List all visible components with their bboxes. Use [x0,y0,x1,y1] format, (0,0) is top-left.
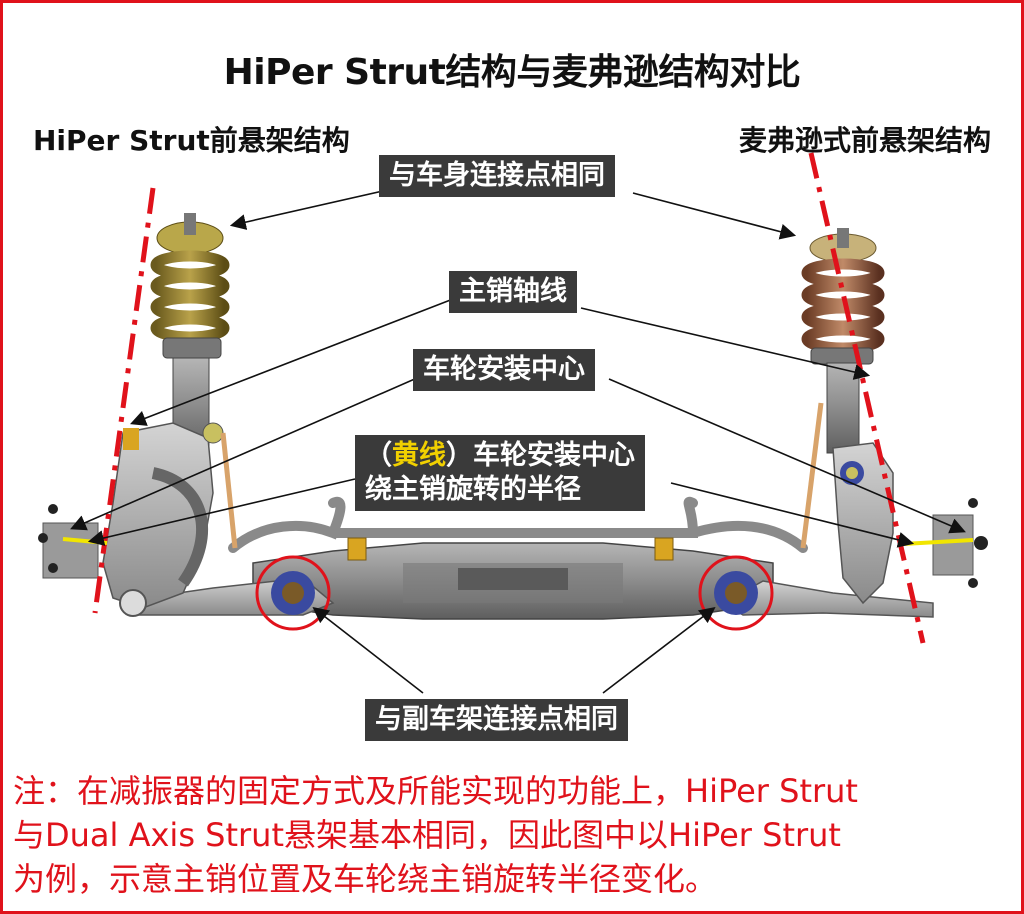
arrow-body-left [229,190,384,230]
hiper-strut-assembly [38,213,238,617]
arrow-center-right [608,378,966,534]
footnote: 注：在减振器的固定方式及所能实现的功能上，HiPer Strut 与Dual A… [13,769,1013,901]
subframe [252,542,774,620]
arrow-subframe-right [602,607,716,694]
arrow-subframe-left [312,607,424,694]
radius-open-paren: （ [365,440,392,471]
arrow-radius-left [87,478,356,546]
bushing-left [271,571,315,615]
arrow-kingpin-left [130,298,454,426]
hiper-strut-label: HiPer Strut前悬架结构 [33,124,350,157]
callout-body-mount: 与车身连接点相同 [379,155,615,197]
callout-wheel-center: 车轮安装中心 [413,349,595,391]
macpherson-label: 麦弗逊式前悬架结构 [738,124,991,157]
stabilizer-bar [228,496,808,553]
arrow-kingpin-right [580,307,871,380]
footnote-line-2: 与Dual Axis Strut悬架基本相同，因此图中以HiPer Strut [13,816,841,854]
radius-text-line2: 绕主销旋转的半径 [365,474,581,505]
circle-mark-right [698,555,774,631]
radius-text: ）车轮安装中心 [446,440,635,471]
circle-mark-left [255,555,331,631]
callout-radius: （黄线）车轮安装中心 绕主销旋转的半径 [355,435,645,511]
radius-line-right [902,538,974,546]
page-title: HiPer Strut结构与麦弗逊结构对比 [223,52,801,93]
callout-kingpin-axis: 主销轴线 [449,271,577,313]
arrow-body-right [632,192,797,240]
bushing-right [714,571,758,615]
suspension-diagram [38,152,988,694]
footnote-line-1: 注：在减振器的固定方式及所能实现的功能上，HiPer Strut [13,772,858,810]
yellow-line-label: 黄线 [392,440,446,471]
arrow-center-left [70,377,418,531]
lower-arm-right [721,580,934,618]
macpherson-assembly [800,228,988,605]
arrow-radius-right [670,482,915,548]
footnote-line-3: 为例，示意主销位置及车轮绕主销旋转半径变化。 [13,860,718,898]
kingpin-axis-right [808,152,926,644]
callout-subframe-mount: 与副车架连接点相同 [365,699,628,741]
